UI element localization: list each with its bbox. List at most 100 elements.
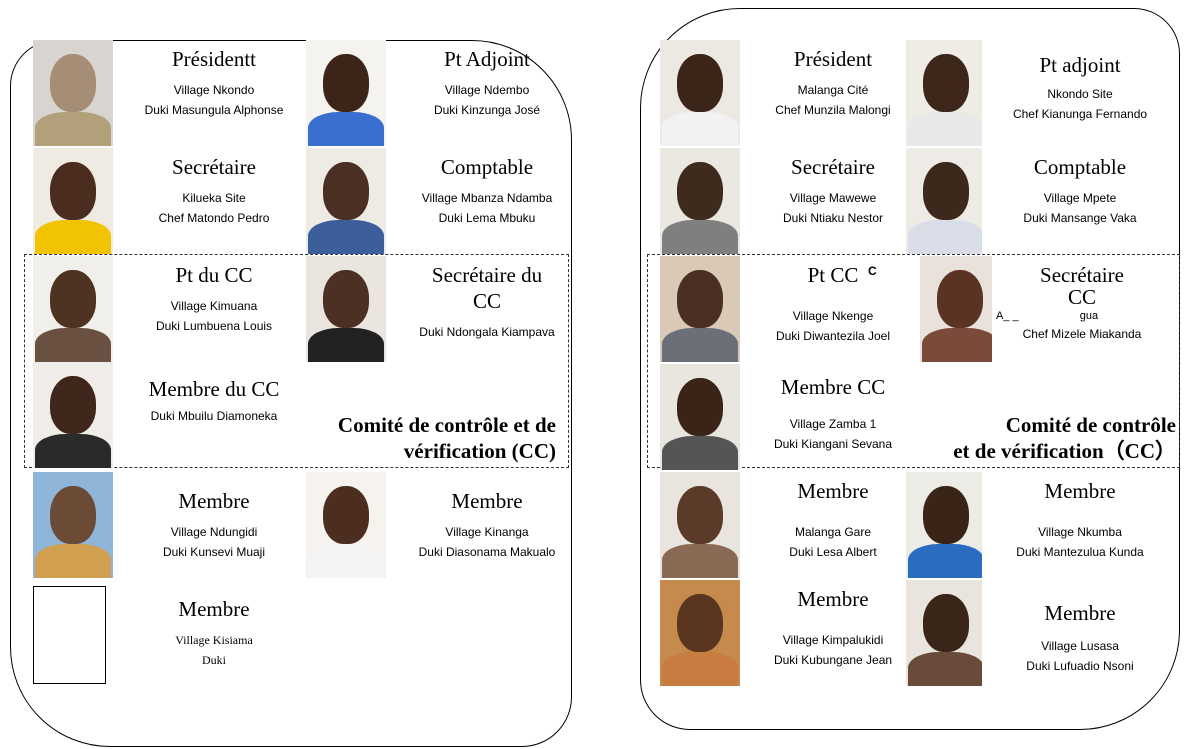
member-photo — [906, 580, 982, 686]
member-location: Village Zamba 1 — [789, 417, 877, 431]
member-name: Duki Mansange Vaka — [1023, 211, 1137, 225]
member-role: Secrétaire — [172, 155, 256, 179]
member-name: Duki Lufuadio Nsoni — [1026, 659, 1134, 673]
member-photo — [906, 472, 982, 578]
member-name: Duki Mbuilu Diamoneka — [150, 409, 278, 423]
member-location: Village Kimuana — [170, 299, 258, 313]
photo-face — [937, 270, 983, 328]
member-location: Village Mbanza Ndamba — [421, 191, 553, 205]
member-location: Malanga Gare — [794, 525, 872, 539]
member-location: A_ _ gua — [996, 310, 1099, 322]
photo-face — [677, 54, 723, 112]
member-photo — [33, 256, 113, 362]
photo-body — [35, 220, 111, 254]
member-location: Village Nkumba — [1038, 525, 1122, 539]
photo-face — [50, 486, 96, 544]
member-photo — [33, 40, 113, 146]
member-role: Membre — [797, 479, 869, 503]
photo-face — [323, 270, 369, 328]
photo-body — [908, 544, 982, 578]
photo-body — [662, 652, 738, 686]
member-photo — [306, 40, 386, 146]
member-name: Chef Munzila Malongi — [775, 103, 891, 117]
member-name: Duki Kubungane Jean — [773, 653, 893, 667]
member-role: Membre CC — [780, 375, 886, 399]
member-location: Village Kimpalukidi — [782, 633, 884, 647]
member-location: Malanga Cité — [797, 83, 869, 97]
member-location: Village Mpete — [1043, 191, 1117, 205]
member-photo — [906, 40, 982, 146]
member-photo — [906, 148, 982, 254]
member-photo — [33, 472, 113, 578]
left-cc-group-box — [24, 254, 569, 468]
right-cc-group-box — [647, 254, 1180, 468]
member-location: Village Nkenge — [792, 309, 874, 323]
member-photo — [306, 256, 386, 362]
empty-photo-frame — [33, 586, 106, 684]
cc-label-line-2: vérification (CC) — [403, 439, 556, 463]
member-location: Village Kisiama — [175, 633, 253, 647]
member-role: Secrétaire — [791, 155, 875, 179]
photo-face — [677, 270, 723, 328]
photo-face — [923, 162, 969, 220]
member-name: Duki Lesa Albert — [789, 545, 877, 559]
member-name: Duki Masungula Alphonse — [144, 103, 284, 117]
stray-letter-mark: C — [868, 264, 877, 278]
member-role: Membre — [1044, 601, 1116, 625]
photo-body — [662, 112, 738, 146]
member-location: Village Kinanga — [445, 525, 529, 539]
cc-label-line-1: Comité de contrôle — [1005, 413, 1176, 437]
member-name: Duki Lumbuena Louis — [155, 319, 273, 333]
photo-body — [308, 220, 384, 254]
photo-face — [323, 486, 369, 544]
member-name: Duki — [202, 653, 226, 667]
member-role: Président — [793, 47, 873, 71]
member-photo — [33, 362, 113, 468]
photo-face — [50, 162, 96, 220]
member-name: Duki Kunsevi Muaji — [162, 545, 266, 559]
photo-body — [662, 544, 738, 578]
photo-face — [923, 54, 969, 112]
member-photo — [660, 580, 740, 686]
member-location: Village Nkondo — [173, 83, 255, 97]
member-role: Membre — [178, 597, 250, 621]
photo-body — [35, 434, 111, 468]
photo-body — [908, 652, 982, 686]
photo-face — [50, 270, 96, 328]
photo-body — [908, 220, 982, 254]
photo-body — [308, 328, 384, 362]
left-cc-label: Comité de contrôle et de vérification (C… — [290, 412, 556, 464]
photo-face — [323, 54, 369, 112]
member-photo — [306, 472, 386, 578]
photo-body — [308, 544, 384, 578]
member-photo — [33, 148, 113, 254]
photo-face — [677, 594, 723, 652]
member-location: Village Ndungidi — [170, 525, 258, 539]
member-location: Village Ndembo — [444, 83, 530, 97]
photo-face — [50, 54, 96, 112]
member-role: Comptable — [1033, 155, 1127, 179]
member-name: Chef Kianunga Fernando — [1012, 107, 1148, 121]
member-role: Membre du CC — [148, 377, 280, 401]
photo-body — [35, 112, 111, 146]
member-name: Duki Diwantezila Joel — [775, 329, 891, 343]
photo-body — [662, 220, 738, 254]
member-photo — [306, 148, 386, 254]
member-location: Village Lusasa — [1041, 639, 1119, 653]
photo-body — [908, 112, 982, 146]
member-role: Présidentt — [172, 47, 256, 71]
member-role: Comptable — [440, 155, 534, 179]
photo-face — [923, 486, 969, 544]
photo-face — [50, 376, 96, 434]
